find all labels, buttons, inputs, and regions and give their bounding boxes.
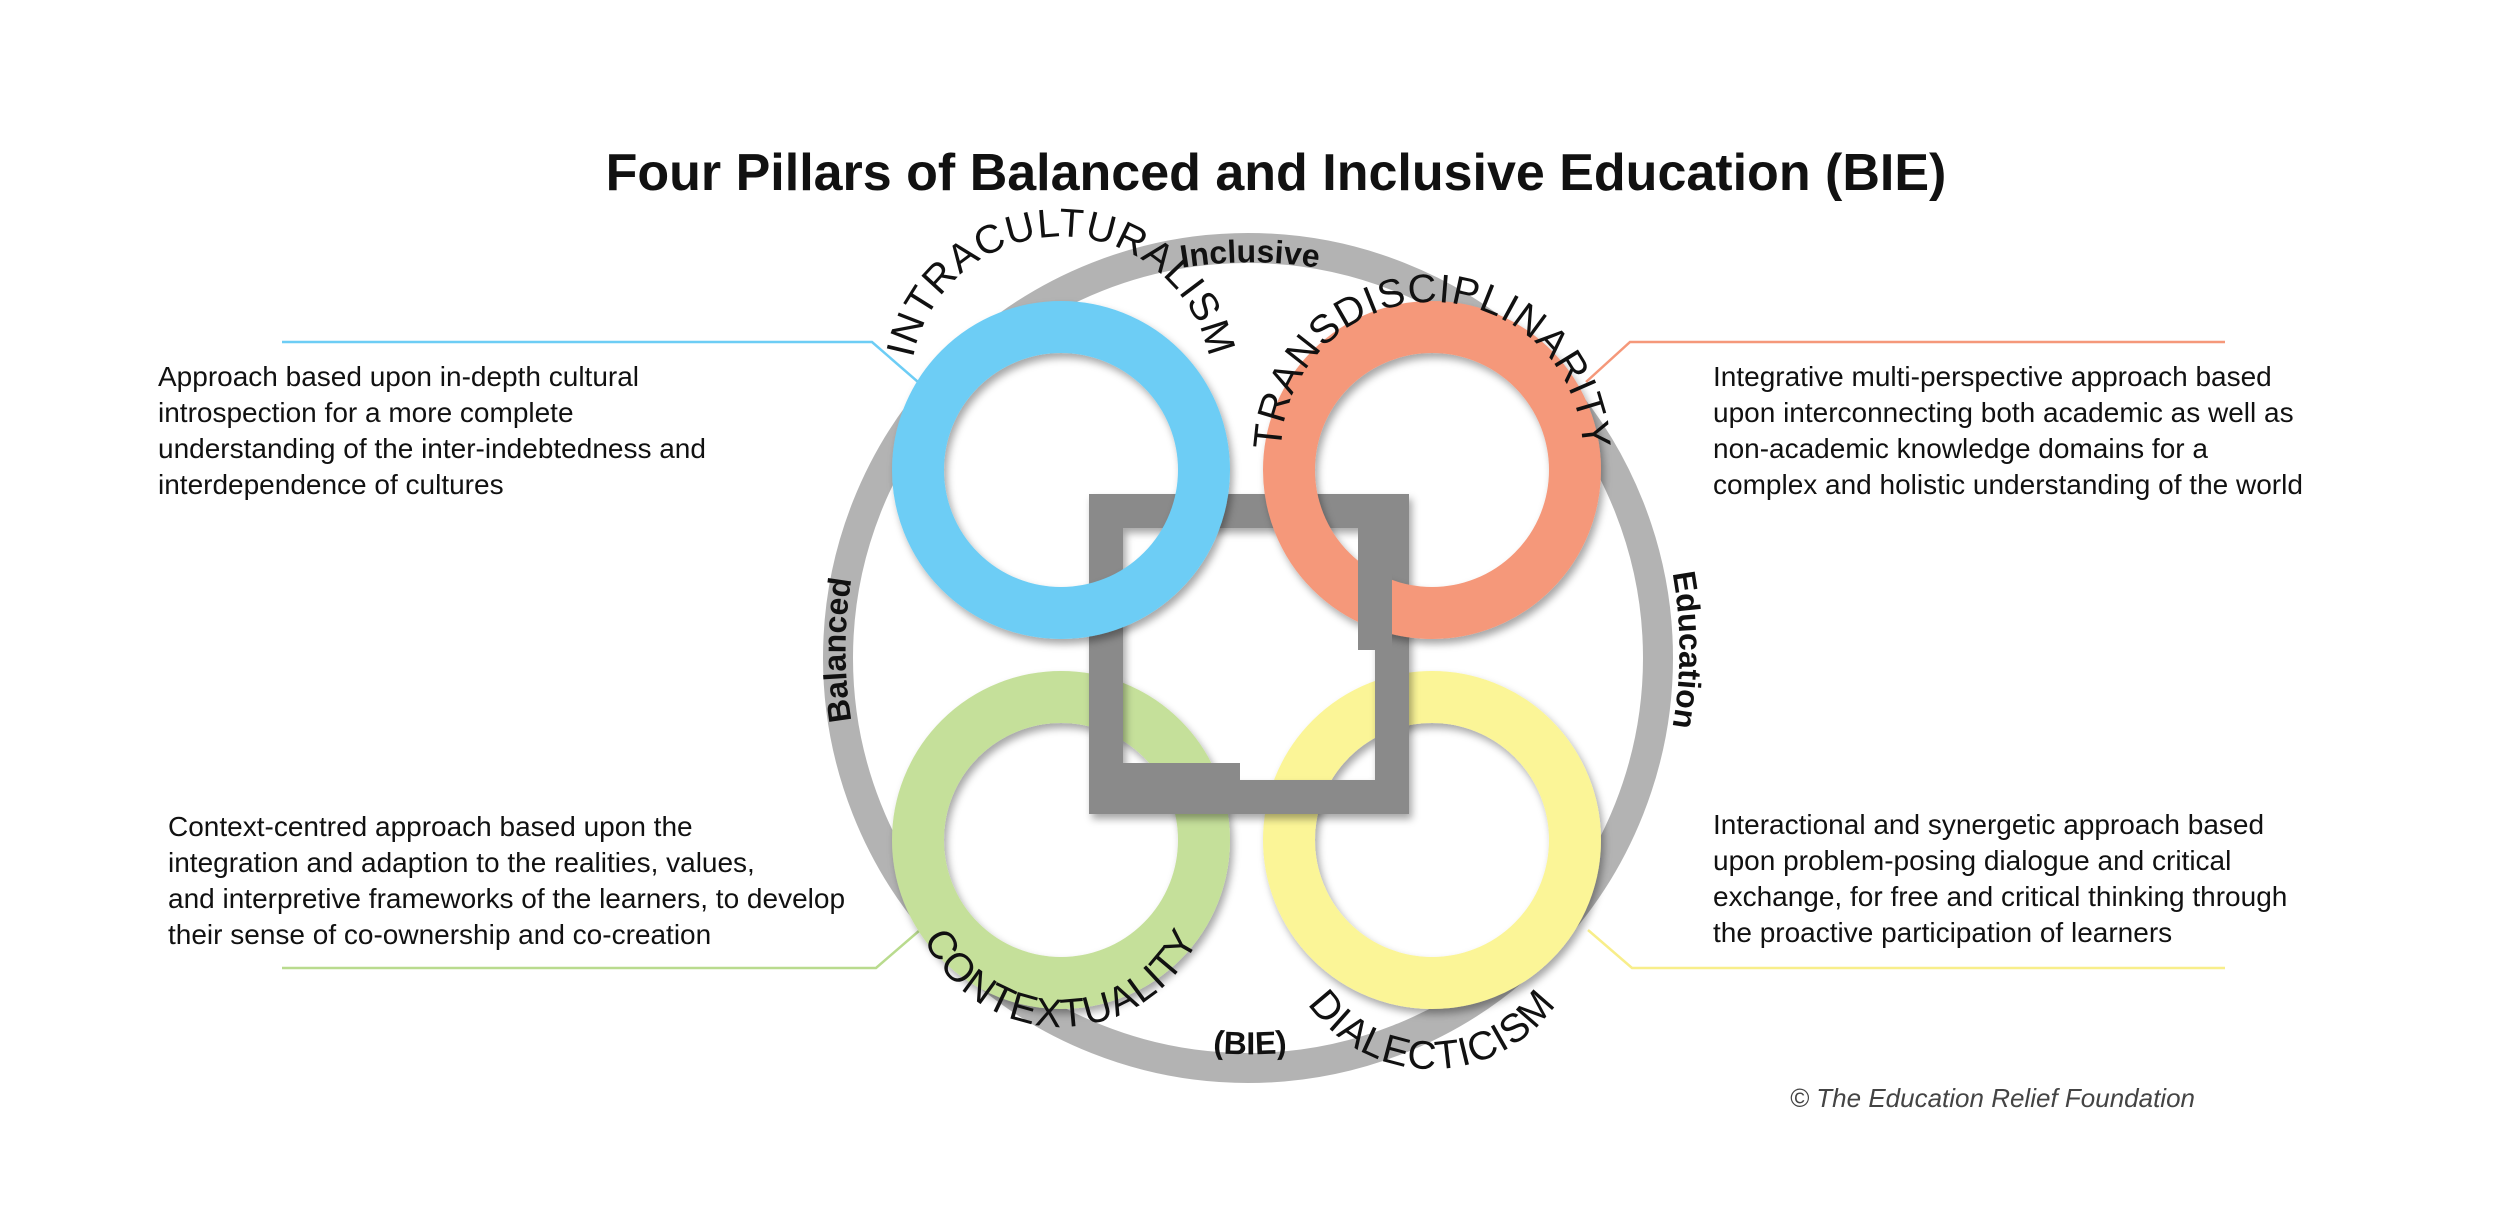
- description-transdisciplinarity: Integrative multi-perspective approach b…: [1713, 361, 2303, 500]
- page-title: Four Pillars of Balanced and Inclusive E…: [606, 144, 1947, 202]
- outer-label-top: Inclusive: [1177, 233, 1322, 274]
- description-intraculturalism: Approach based upon in-depth cultural in…: [158, 361, 714, 500]
- outer-ring: [823, 233, 1673, 1083]
- outer-label-right: Education: [1666, 569, 1709, 732]
- ring-intraculturalism: [892, 301, 1230, 639]
- ring-dialecticism: [1263, 671, 1601, 1009]
- outer-label-left: Balanced: [816, 575, 858, 725]
- ring-contextuality: [892, 671, 1230, 1009]
- description-dialecticism: Interactional and synergetic approach ba…: [1713, 809, 2295, 948]
- connector-line-intraculturalism: [282, 340, 919, 383]
- outer-label-bottom: (BIE): [1212, 1024, 1288, 1062]
- connector-line-transdisciplinarity: [1585, 340, 2225, 383]
- center-square: [1089, 494, 1409, 814]
- credit-text: © The Education Relief Foundation: [1790, 1083, 2195, 1113]
- ring-transdisciplinarity: [1263, 301, 1601, 639]
- connector-line-contextuality: [282, 929, 921, 970]
- description-contextuality: Context-centred approach based upon the …: [168, 811, 853, 950]
- connector-line-dialecticism: [1587, 929, 2225, 970]
